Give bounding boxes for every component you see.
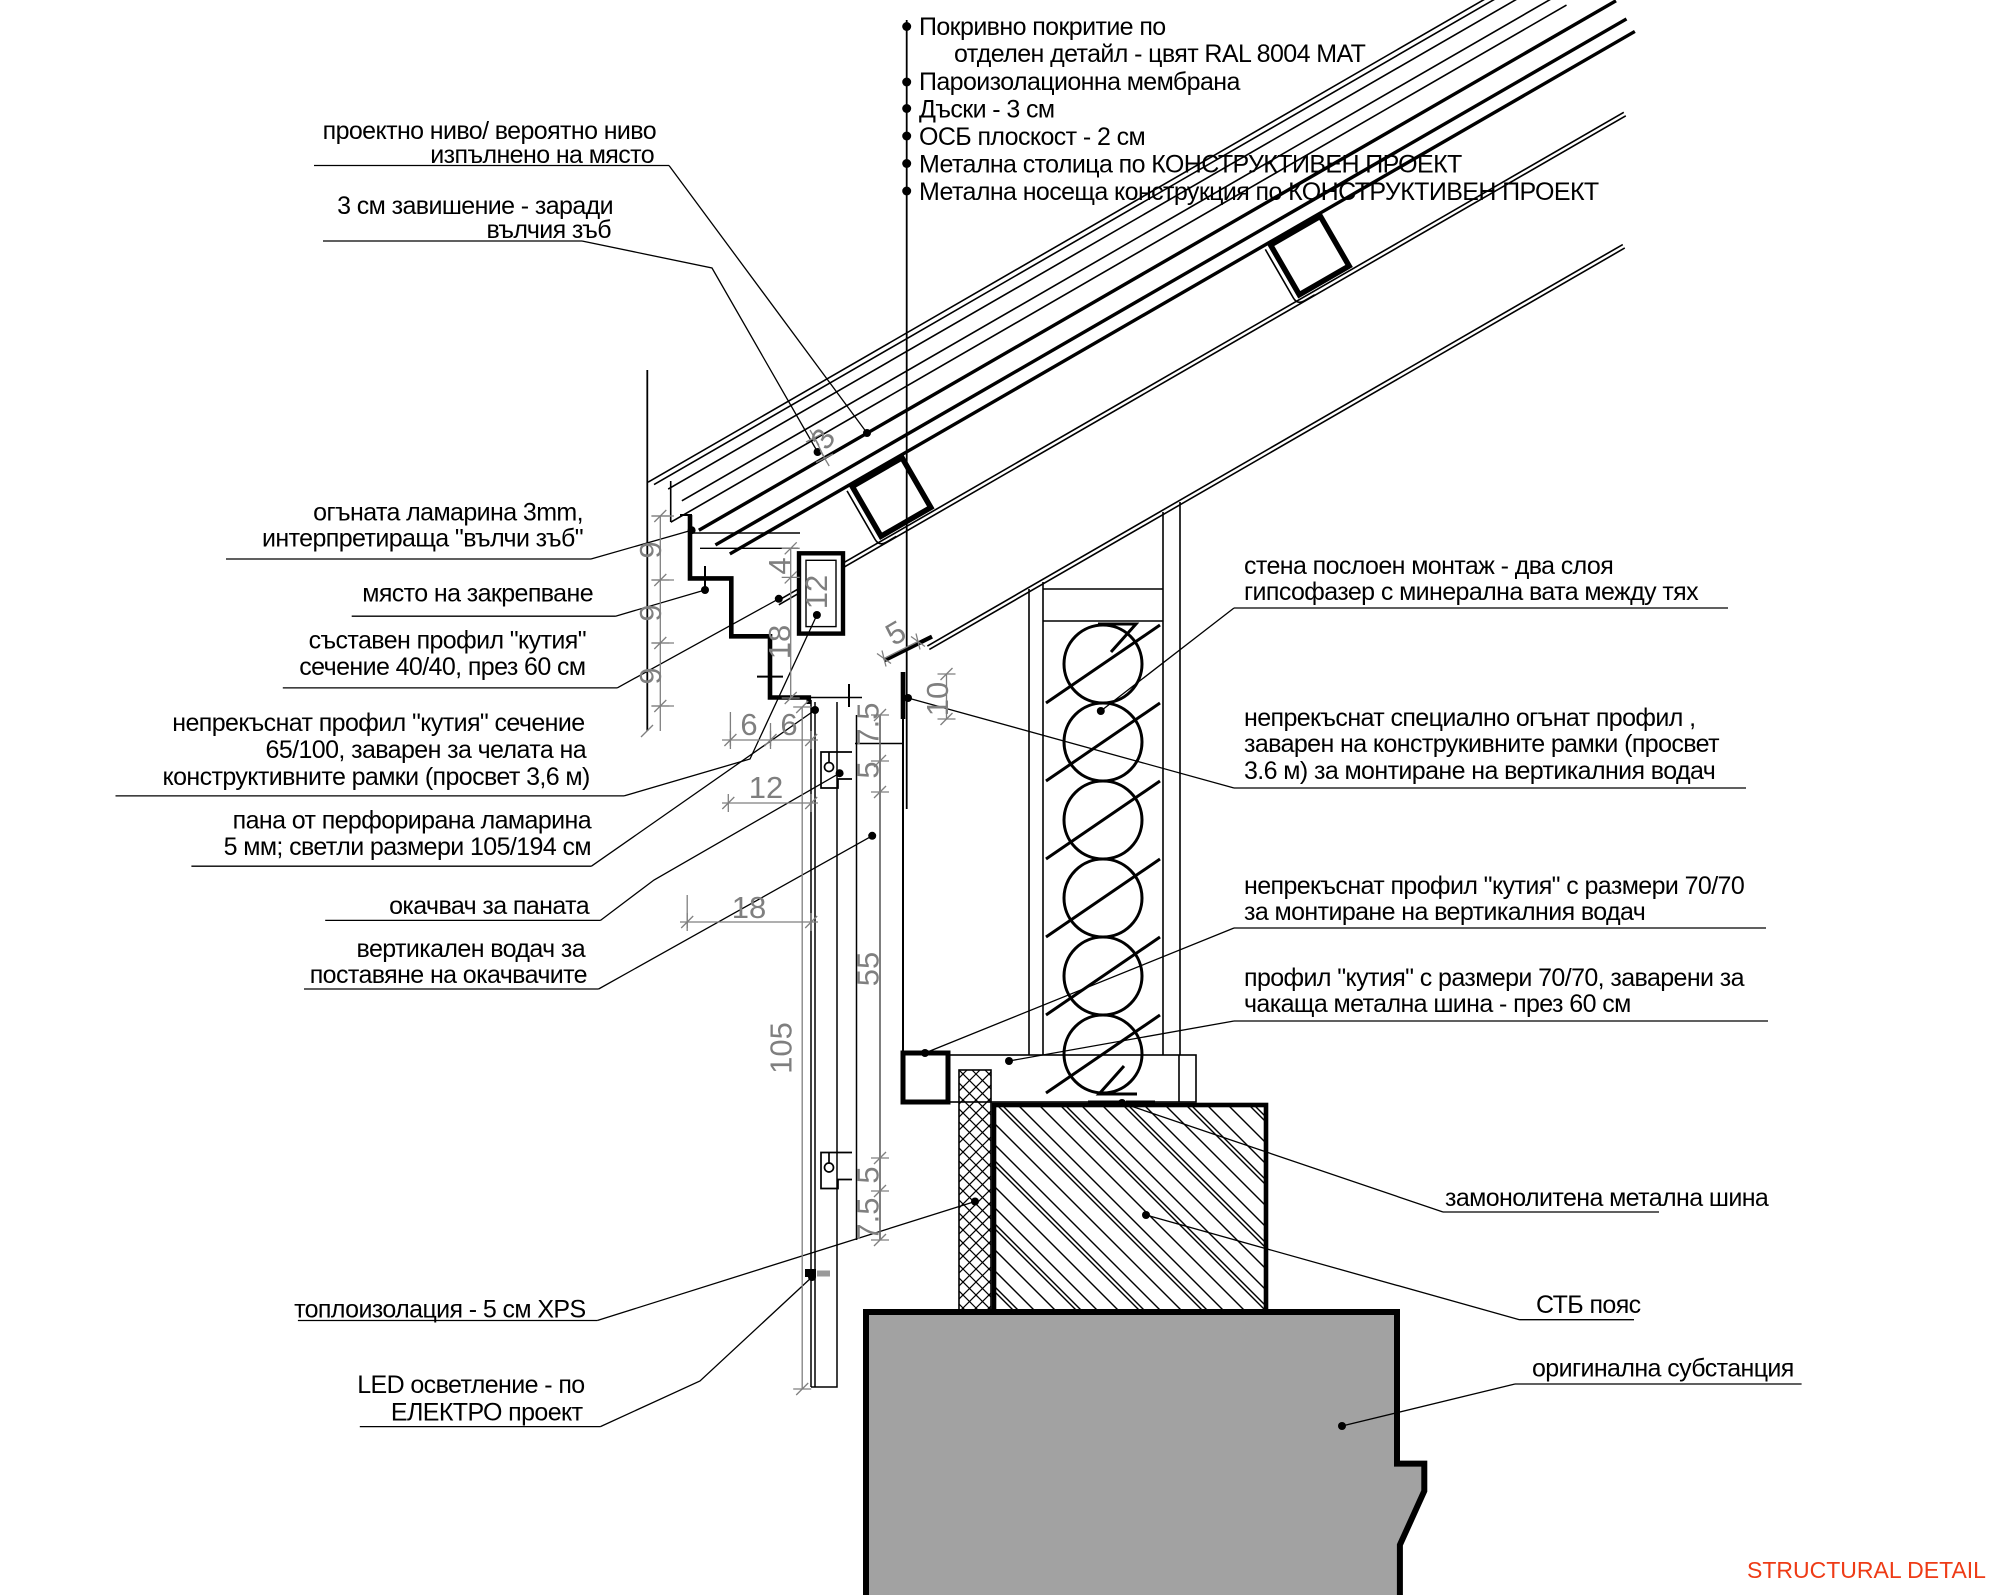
svg-text:изпълнено на място: изпълнено на място	[430, 141, 654, 169]
svg-text:6: 6	[780, 707, 797, 742]
svg-text:заварен на конструкивните рамк: заварен на конструкивните рамки (просвет	[1244, 730, 1720, 758]
svg-text:поставяне на окачвачите: поставяне на окачвачите	[310, 961, 587, 989]
svg-text:ЕЛЕКТРО проект: ЕЛЕКТРО проект	[391, 1398, 584, 1426]
svg-text:окачвач за паната: окачвач за паната	[389, 892, 590, 920]
svg-text:профил "кутия" с размери 70/70: профил "кутия" с размери 70/70, заварени…	[1244, 964, 1745, 992]
svg-text:непрекъснат специално огънат п: непрекъснат специално огънат профил ,	[1244, 704, 1695, 732]
svg-text:9: 9	[633, 667, 668, 684]
svg-text:Метална столица по КОНСТРУКТИВ: Метална столица по КОНСТРУКТИВЕН ПРОЕКТ	[919, 151, 1462, 179]
svg-text:топлоизолация - 5 см XPS: топлоизолация - 5 см XPS	[294, 1295, 586, 1323]
svg-text:Метална носеща конструкция по: Метална носеща конструкция по КОНСТРУКТИ…	[919, 178, 1599, 206]
svg-text:6: 6	[740, 707, 757, 742]
svg-text:STRUCTURAL DETAIL: STRUCTURAL DETAIL	[1747, 1557, 1986, 1583]
svg-text:LED осветление - по: LED осветление - по	[357, 1371, 584, 1399]
svg-text:55: 55	[851, 952, 886, 986]
svg-text:7.5: 7.5	[851, 1197, 886, 1240]
svg-text:интерпретираща "вълчи зъб": интерпретираща "вълчи зъб"	[262, 525, 583, 553]
svg-text:непрекъснат профил "кутия" сеч: непрекъснат профил "кутия" сечение	[172, 709, 584, 737]
svg-text:Дъски - 3 см: Дъски - 3 см	[919, 96, 1055, 124]
svg-text:5 мм; светли размери 105/194 с: 5 мм; светли размери 105/194 см	[224, 833, 591, 861]
svg-text:пана от перфорирана ламарина: пана от перфорирана ламарина	[233, 807, 592, 835]
svg-text:вълчия зъб: вълчия зъб	[487, 216, 612, 244]
svg-text:непрекъснат профил "кутия" с р: непрекъснат профил "кутия" с размери 70/…	[1244, 872, 1744, 900]
svg-text:105: 105	[764, 1022, 799, 1074]
svg-text:Покривно покритие по: Покривно покритие по	[919, 13, 1166, 41]
svg-text:за монтиране на вертикалния в: за монтиране на вертикалния водач	[1244, 898, 1645, 926]
svg-text:вертикален водач за: вертикален водач за	[357, 935, 586, 963]
svg-text:12: 12	[749, 770, 783, 805]
svg-text:отделен детайл - цвят RAL 8004: отделен детайл - цвят RAL 8004 МАТ	[954, 40, 1366, 68]
svg-text:Пароизолационна мембрана: Пароизолационна мембрана	[919, 68, 1240, 96]
svg-text:чакаща метална шина - през 60: чакаща метална шина - през 60 см	[1244, 990, 1631, 1018]
svg-text:ОСБ плоскост - 2 см: ОСБ плоскост - 2 см	[919, 123, 1145, 151]
svg-text:4: 4	[762, 557, 797, 574]
svg-text:18: 18	[762, 625, 797, 659]
svg-text:5: 5	[851, 761, 886, 778]
svg-text:7.5: 7.5	[851, 702, 886, 745]
svg-text:СТБ пояс: СТБ пояс	[1536, 1291, 1641, 1319]
svg-text:5: 5	[851, 1166, 886, 1183]
svg-text:оригинална субстанция: оригинална субстанция	[1532, 1354, 1794, 1382]
svg-text:9: 9	[633, 541, 668, 558]
svg-text:10: 10	[920, 682, 955, 716]
svg-text:съставен профил "кутия": съставен профил "кутия"	[309, 626, 586, 654]
svg-text:65/100, заварен за челата на: 65/100, заварен за челата на	[266, 736, 587, 764]
svg-text:стена послоен монтаж - два сло: стена послоен монтаж - два слоя	[1244, 552, 1613, 580]
svg-text:12: 12	[799, 575, 834, 609]
svg-text:огъната ламарина 3mm,: огъната ламарина 3mm,	[313, 499, 583, 527]
svg-text:гипсофазер с минерална вата ме: гипсофазер с минерална вата между тях	[1244, 578, 1699, 606]
svg-text:замонолитена метална шина: замонолитена метална шина	[1445, 1184, 1769, 1212]
svg-text:3 см завишение - заради: 3 см завишение - заради	[337, 192, 613, 220]
svg-text:3.6 м) за монтиране на вертика: 3.6 м) за монтиране на вертикалния водач	[1244, 757, 1715, 785]
svg-text:сечение 40/40, през 60 см: сечение 40/40, през 60 см	[299, 653, 585, 681]
svg-text:18: 18	[732, 890, 766, 925]
svg-text:място на закрепване: място на закрепване	[362, 580, 593, 608]
svg-text:9: 9	[633, 604, 668, 621]
svg-text:конструктивните рамки (просвет: конструктивните рамки (просвет 3,6 м)	[162, 763, 589, 791]
svg-text:проектно ниво/ вероятно ниво: проектно ниво/ вероятно ниво	[323, 117, 656, 145]
